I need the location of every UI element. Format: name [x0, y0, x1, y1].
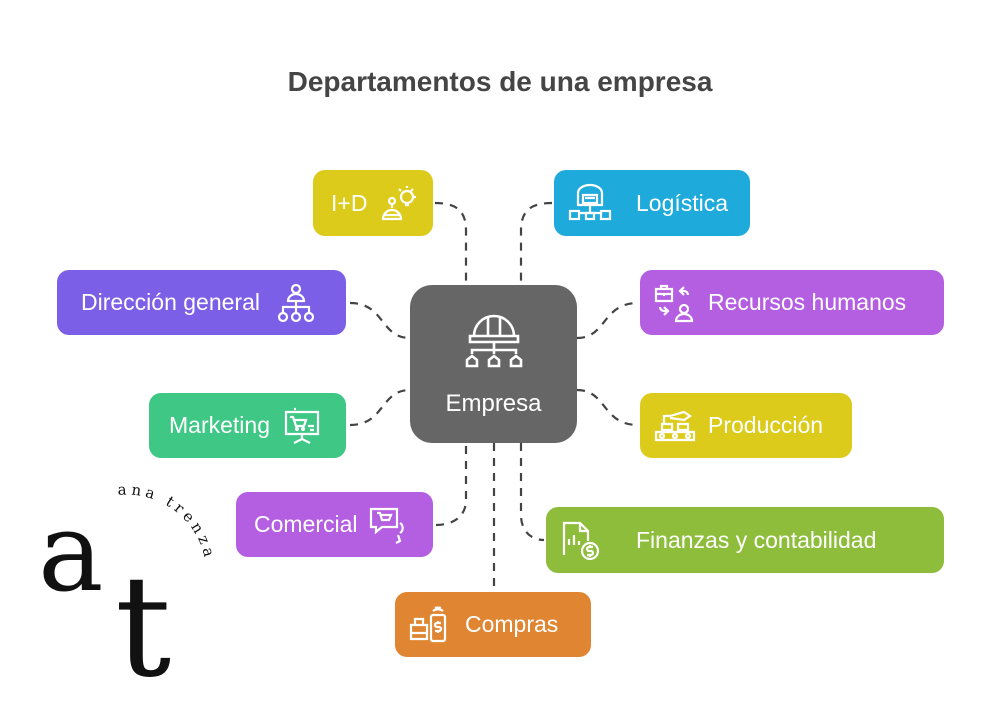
svg-text:t: t: [115, 546, 171, 690]
node-direccion-general: Dirección general: [57, 270, 346, 335]
connector-produccion: [576, 388, 639, 427]
node-finanzas: Finanzas y contabilidad: [546, 507, 944, 573]
connector-rrhh: [576, 301, 639, 340]
center-label: Empresa: [445, 390, 542, 417]
finance-document-icon: [562, 521, 600, 561]
warehouse-icon: [568, 183, 612, 221]
connector-direccion: [349, 301, 411, 340]
presentation-cart-icon: [284, 407, 320, 444]
connector-logistica: [519, 201, 553, 285]
node-produccion: Producción: [640, 393, 852, 458]
node-label: I+D: [331, 189, 368, 216]
connector-comercial: [435, 443, 468, 527]
node-label: Producción: [708, 412, 824, 438]
node-id: I+D: [313, 170, 433, 236]
node-label: Dirección general: [81, 289, 260, 315]
hardhat-org-icon: [465, 314, 522, 368]
sales-chat-icon: [369, 507, 404, 544]
node-recursos-humanos: Recursos humanos: [640, 270, 944, 335]
connector-marketing: [349, 388, 411, 427]
svg-text:a: a: [38, 488, 104, 616]
node-label: Logística: [636, 189, 729, 216]
node-label: Marketing: [169, 412, 270, 438]
register-phone-icon: [409, 606, 447, 642]
node-label: Recursos humanos: [708, 289, 907, 315]
diagram-title: Departamentos de una empresa: [287, 66, 713, 97]
node-logistica: Logística: [554, 170, 750, 236]
node-compras: Compras: [395, 592, 591, 657]
center-node-empresa: Empresa: [410, 285, 577, 443]
connector-id: [434, 201, 468, 285]
robot-lightbulb-icon: [382, 186, 417, 221]
node-label: Compras: [465, 611, 559, 637]
hr-exchange-icon: [654, 284, 694, 322]
node-marketing: Marketing: [149, 393, 346, 458]
robot-arm-conveyor-icon: [654, 410, 696, 441]
connector-finanzas: [519, 443, 545, 542]
org-chart-icon: [277, 283, 315, 322]
node-comercial: Comercial: [236, 492, 433, 557]
ana-trenza-logo: a t ana trenza: [38, 480, 215, 690]
node-label: Finanzas y contabilidad: [636, 526, 877, 553]
node-label: Comercial: [254, 511, 358, 537]
